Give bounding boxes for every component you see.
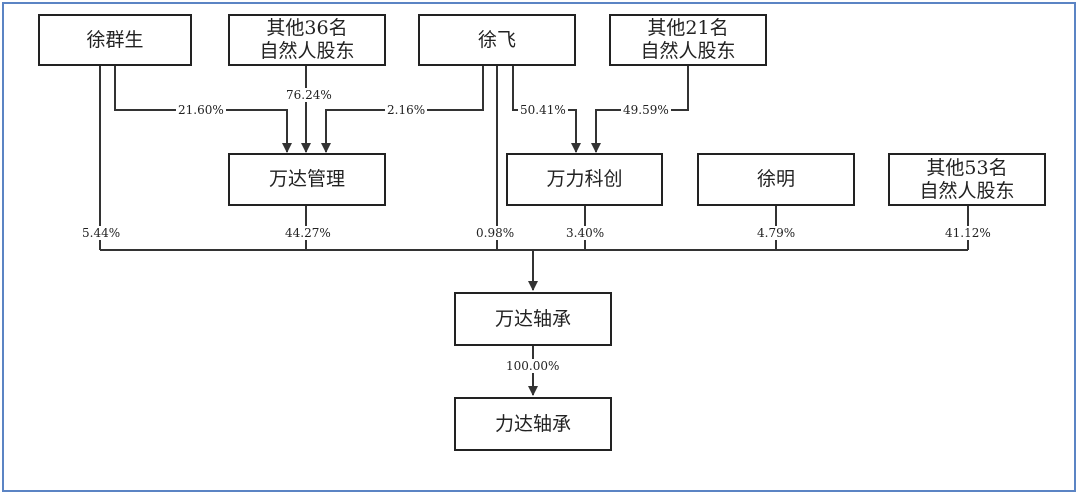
pct-wanli-wandabearing: 3.40%	[564, 226, 607, 240]
entity-wanda-mgmt: 万达管理	[228, 153, 386, 206]
pct-xufei-wandamgmt: 2.16%	[385, 103, 428, 117]
pct-xuqunsheng-wandamgmt: 21.60%	[176, 103, 226, 117]
pct-wandabearing-lida: 100.00%	[504, 359, 562, 373]
entity-label: 徐明	[756, 168, 795, 190]
pct-xuming-wandabearing: 4.79%	[755, 226, 798, 240]
entity-label-line2: 自然人股东	[919, 179, 1015, 202]
pct-xuqunsheng-wandabearing: 5.44%	[80, 226, 123, 240]
pct-others21-wanli: 49.59%	[621, 103, 671, 117]
entity-label-line2: 自然人股东	[259, 40, 355, 62]
pct-others53-wandabearing: 41.12%	[943, 226, 993, 240]
entity-wanli-kechuang: 万力科创	[506, 153, 663, 206]
entity-label: 徐群生	[86, 28, 144, 51]
entity-xu-qunsheng: 徐群生	[38, 14, 192, 66]
entity-xu-fei: 徐飞	[418, 14, 576, 66]
entity-label-line1: 其他53名	[926, 156, 1008, 179]
entity-label-line1: 其他36名	[266, 17, 348, 39]
entity-xu-ming: 徐明	[697, 153, 855, 206]
entity-label-line2: 自然人股东	[640, 40, 736, 62]
entity-label: 万达轴承	[494, 307, 571, 330]
entity-label: 万力科创	[546, 168, 623, 190]
entity-label-line1: 其他21名	[647, 17, 729, 39]
entity-lida-bearing: 力达轴承	[454, 397, 612, 451]
pct-wandamgmt-wandabearing: 44.27%	[283, 226, 333, 240]
entity-wanda-bearing: 万达轴承	[454, 292, 612, 346]
pct-xufei-wandabearing: 0.98%	[474, 226, 517, 240]
pct-others36-wandamgmt: 76.24%	[284, 88, 334, 102]
entity-label: 万达管理	[268, 168, 345, 190]
entity-others21: 其他21名 自然人股东	[609, 14, 767, 66]
entity-label: 力达轴承	[494, 412, 571, 435]
pct-xufei-wanli: 50.41%	[518, 103, 568, 117]
entity-label: 徐飞	[477, 28, 516, 51]
entity-others36: 其他36名 自然人股东	[228, 14, 386, 66]
entity-others53: 其他53名 自然人股东	[888, 153, 1046, 206]
